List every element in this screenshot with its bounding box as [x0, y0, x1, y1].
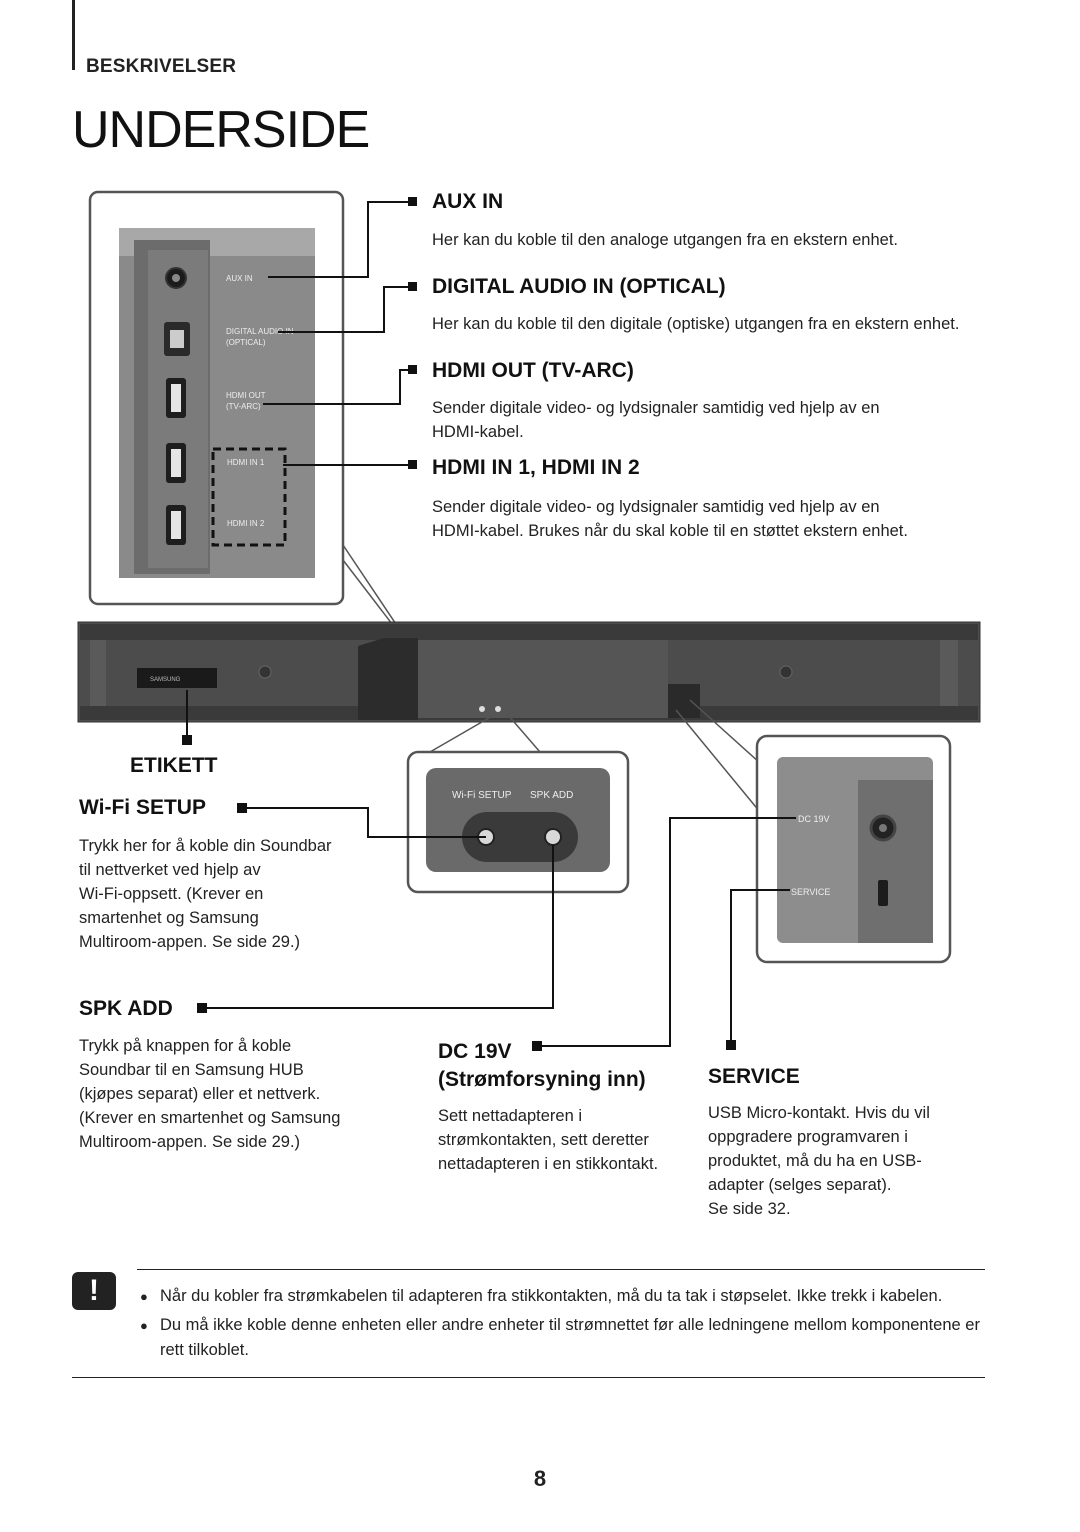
wifi-setup-heading: Wi-Fi SETUP [79, 796, 206, 819]
dc-desc-line: nettadapteren i en stikkontakt. [438, 1155, 659, 1173]
service-desc: USB Micro-kontakt. Hvis du vil oppgrader… [708, 1101, 930, 1221]
panel-label-digital-audio-in: DIGITAL AUDIO IN [226, 327, 294, 336]
spk-add-desc-line: Soundbar til en Samsung HUB [79, 1061, 304, 1079]
marker-optical-icon [408, 282, 417, 291]
aux-in-desc: Her kan du koble til den analoge utgange… [432, 231, 898, 249]
panel-label-hdmi-in-1: HDMI IN 1 [227, 458, 265, 467]
wifi-setup-desc-line: smartenhet og Samsung [79, 909, 259, 927]
hdmi-in-2-port-icon [166, 505, 186, 545]
dc-desc-line: strømkontakten, sett deretter [438, 1131, 649, 1149]
aux-in-heading: AUX IN [432, 190, 504, 213]
panel-label-spk-add: SPK ADD [530, 790, 573, 801]
marker-aux-in-icon [408, 197, 417, 206]
service-desc-line: Se side 32. [708, 1200, 791, 1218]
brand-wordmark: SAMSUNG [150, 677, 181, 683]
panel-label-dc-19v: DC 19V [798, 814, 830, 824]
hdmi-in-desc-line-2: HDMI-kabel. Brukes når du skal koble til… [432, 522, 908, 540]
panel-label-service: SERVICE [791, 887, 830, 897]
hdmi-in-heading: HDMI IN 1, HDMI IN 2 [432, 456, 640, 479]
hdmi-out-desc-line-2: HDMI-kabel. [432, 423, 524, 441]
dc-desc: Sett nettadapteren i strømkontakten, set… [438, 1104, 658, 1176]
panel-label-tv-arc: (TV-ARC) [226, 402, 261, 411]
wifi-setup-desc-line: Wi-Fi-oppsett. (Krever en [79, 885, 264, 903]
note-top-rule [137, 1269, 985, 1270]
wifi-setup-desc: Trykk her for å koble din Soundbar til n… [79, 834, 332, 954]
etikett-label-plate [137, 668, 217, 688]
page-number: 8 [533, 1466, 547, 1491]
spk-add-button-icon [544, 828, 562, 846]
hdmi-in-desc-line-1: Sender digitale video- og lydsignaler sa… [432, 498, 880, 516]
note-list: Når du kobler fra strømkabelen til adapt… [140, 1284, 1000, 1367]
dc-heading-line-2: (Strømforsyning inn) [438, 1068, 646, 1091]
optical-heading: DIGITAL AUDIO IN (OPTICAL) [432, 275, 726, 298]
usb-port-icon [878, 880, 888, 906]
panel-label-optical: (OPTICAL) [226, 338, 266, 347]
section-label: BESKRIVELSER [86, 56, 237, 77]
marker-hdmi-out-icon [408, 365, 417, 374]
dc-desc-line: Sett nettadapteren i [438, 1107, 583, 1125]
hdmi-out-desc-line-1: Sender digitale video- og lydsignaler sa… [432, 399, 880, 417]
spk-add-desc-line: (kjøpes separat) eller et nettverk. [79, 1085, 321, 1103]
header-rule [72, 0, 75, 70]
panel-label-wifi-setup: Wi-Fi SETUP [452, 790, 512, 801]
service-desc-line: oppgradere programvaren i [708, 1128, 908, 1146]
page-title: UNDERSIDE [72, 101, 370, 159]
note-bottom-rule [72, 1377, 985, 1378]
hdmi-out-port-icon [166, 378, 186, 418]
hdmi-out-heading: HDMI OUT (TV-ARC) [432, 359, 634, 382]
service-desc-line: adapter (selges separat). [708, 1176, 892, 1194]
spk-add-desc-line: Multiroom-appen. Se side 29.) [79, 1133, 301, 1151]
optical-desc: Her kan du koble til den digitale (optis… [432, 315, 960, 333]
spk-add-desc-line: Trykk på knappen for å koble [79, 1037, 292, 1055]
wifi-setup-desc-line: til nettverket ved hjelp av [79, 861, 261, 879]
note-item: Når du kobler fra strømkabelen til adapt… [140, 1284, 1000, 1309]
wifi-setup-desc-line: Trykk her for å koble din Soundbar [79, 837, 332, 855]
service-desc-line: produktet, må du ha en USB- [708, 1152, 922, 1170]
caution-icon: ! [72, 1272, 116, 1310]
service-desc-line: USB Micro-kontakt. Hvis du vil [708, 1104, 930, 1122]
hdmi-in-1-port-icon [166, 443, 186, 483]
dc-heading-line-1: DC 19V [438, 1040, 512, 1063]
note-item: Du må ikke koble denne enheten eller and… [140, 1313, 1000, 1363]
panel-label-hdmi-in-2: HDMI IN 2 [227, 519, 265, 528]
panel-label-hdmi-out: HDMI OUT [226, 391, 266, 400]
spk-add-desc-line: (Krever en smartenhet og Samsung [79, 1109, 341, 1127]
service-heading: SERVICE [708, 1065, 800, 1088]
spk-add-heading: SPK ADD [79, 997, 173, 1020]
etikett-heading: ETIKETT [130, 754, 218, 777]
spk-add-desc: Trykk på knappen for å koble Soundbar ti… [79, 1034, 340, 1154]
soundbar-rear: SAMSUNG [77, 621, 981, 723]
panel-label-aux-in: AUX IN [226, 274, 253, 283]
marker-hdmi-in-icon [408, 460, 417, 469]
wifi-setup-desc-line: Multiroom-appen. Se side 29.) [79, 933, 301, 951]
